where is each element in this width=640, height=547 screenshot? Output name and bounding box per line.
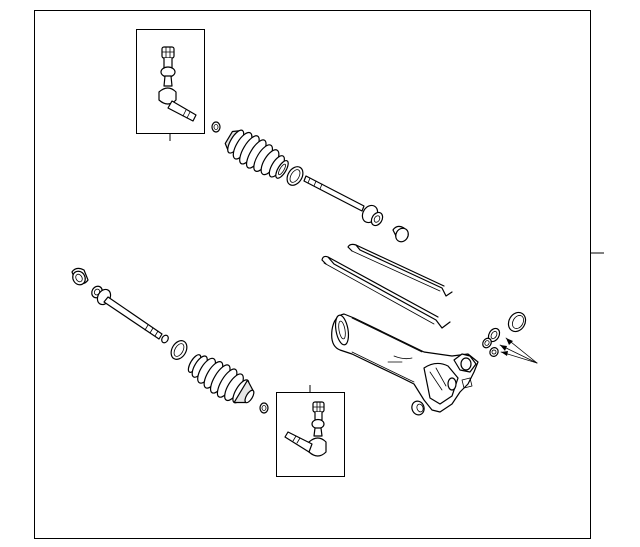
seal-ring-small-icon — [482, 337, 492, 349]
hydraulic-line-lower-icon[interactable] — [321, 255, 451, 329]
housing-bushing-icon[interactable] — [410, 399, 426, 416]
upper-boot-clamp-icon[interactable] — [284, 164, 306, 188]
upper-rack-bushing-icon[interactable] — [392, 225, 411, 244]
lower-rack-bushing-icon[interactable] — [70, 267, 89, 287]
seal-ring-large-icon — [507, 311, 527, 333]
lower-castle-nut-icon — [312, 401, 325, 413]
lower-tie-rod-end-group[interactable] — [276, 385, 345, 477]
hydraulic-line-upper-icon[interactable] — [347, 243, 453, 297]
upper-inner-tie-rod-icon[interactable] — [303, 175, 385, 228]
lower-boot-clamp-icon[interactable] — [168, 338, 190, 362]
upper-clamp-small-icon[interactable] — [211, 121, 221, 133]
upper-tie-rod-end-icon — [158, 87, 197, 122]
lower-tie-rod-end-icon — [284, 431, 327, 457]
lower-bellows-boot-icon[interactable] — [183, 348, 260, 412]
seal-kit-group[interactable] — [481, 309, 538, 364]
seal-leader-arrows — [499, 337, 538, 364]
lower-clamp-small-icon[interactable] — [259, 402, 269, 414]
rack-housing-icon[interactable] — [331, 313, 479, 413]
lower-inner-tie-rod-icon[interactable] — [90, 284, 170, 344]
upper-tie-rod-end-group[interactable] — [136, 29, 205, 142]
seal-ring-tiny-icon — [489, 347, 499, 357]
upper-castle-nut-icon — [161, 46, 175, 59]
upper-bellows-boot-icon[interactable] — [221, 124, 294, 185]
